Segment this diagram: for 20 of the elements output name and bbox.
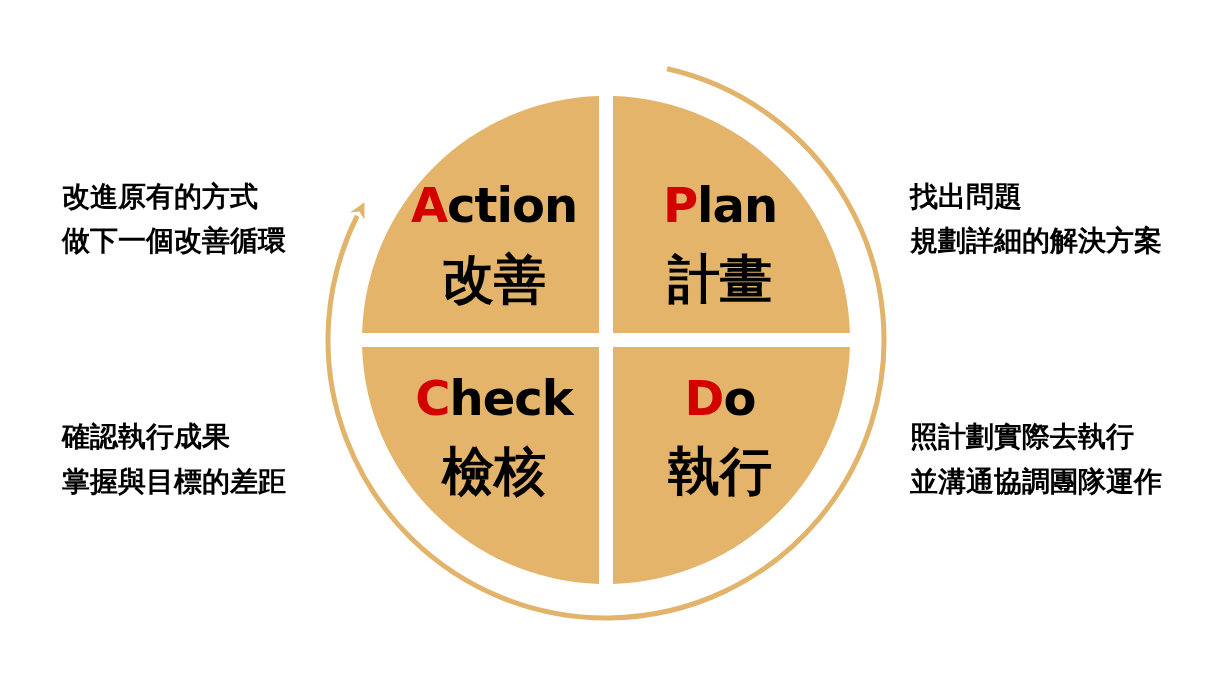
quadrant-subtitle: 檢核 bbox=[442, 443, 546, 501]
quadrant-subtitle: 計畫 bbox=[668, 251, 772, 309]
description-text: 規劃詳細的解決方案 bbox=[910, 224, 1162, 258]
quadrant-segment bbox=[613, 347, 850, 584]
quadrant-segment bbox=[362, 96, 599, 333]
description-text: 改進原有的方式 bbox=[62, 180, 258, 214]
quadrant-subtitle: 改善 bbox=[442, 251, 546, 309]
quadrant-title: Check bbox=[415, 371, 573, 425]
description-text: 做下一個改善循環 bbox=[62, 224, 286, 258]
quadrant-segment bbox=[613, 96, 850, 333]
description-text: 並溝通協調團隊運作 bbox=[910, 465, 1162, 499]
quadrant-segment bbox=[362, 347, 599, 584]
quadrant-subtitle: 執行 bbox=[668, 443, 772, 501]
description-text: 掌握與目標的差距 bbox=[62, 465, 286, 499]
description-text: 照計劃實際去執行 bbox=[910, 420, 1134, 454]
quadrant-title: Do bbox=[684, 371, 756, 425]
quadrant-title: Action bbox=[410, 178, 578, 232]
quadrant-title: Plan bbox=[662, 178, 778, 232]
description-text: 確認執行成果 bbox=[62, 420, 230, 454]
description-text: 找出問題 bbox=[910, 180, 1022, 214]
